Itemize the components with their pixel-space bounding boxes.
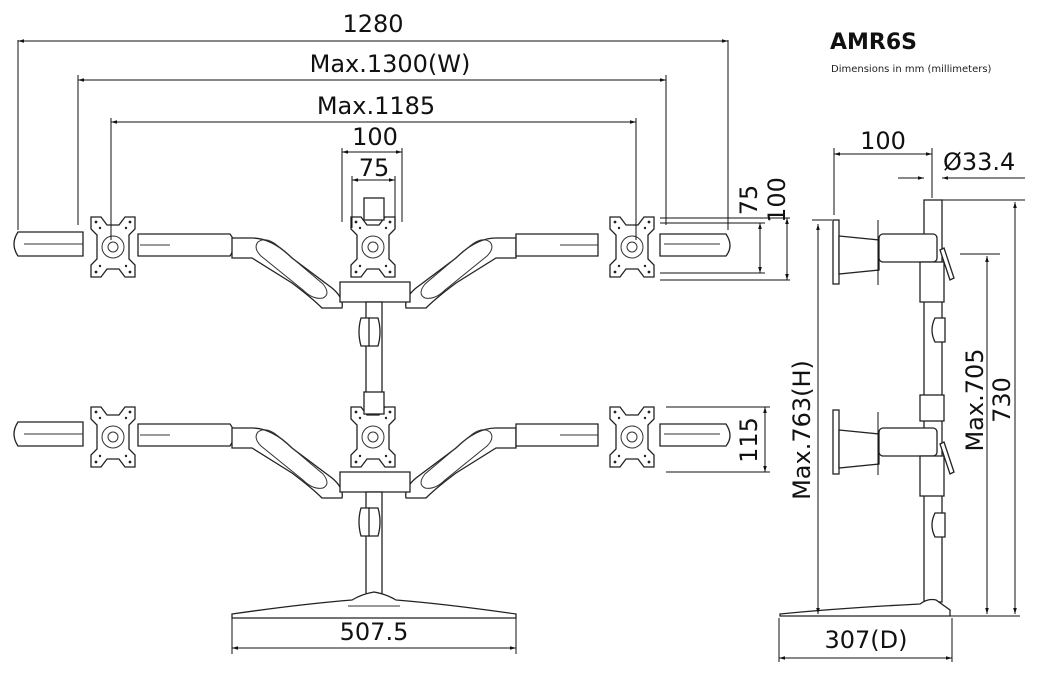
dim-max-vesa-span: Max.1185 [317, 92, 435, 120]
lower-arm-row [14, 407, 730, 498]
dim-pole-height: 730 [988, 377, 1016, 423]
dim-vesa-v-inner: 75 [735, 185, 763, 216]
dim-base-depth: 307(D) [824, 626, 907, 654]
dim-base-width: 507.5 [340, 618, 409, 646]
dim-vesa-inner: 75 [359, 154, 390, 182]
dim-overall-width: 1280 [342, 10, 403, 38]
dim-max-width: Max.1300(W) [310, 50, 471, 78]
upper-arm-row [14, 217, 730, 308]
front-view [14, 197, 730, 619]
dim-vesa-outer: 100 [352, 123, 398, 151]
dim-max-mount-height: Max.705 [961, 348, 989, 451]
dim-max-height: Max.763(H) [788, 360, 816, 500]
front-dimensions: 1280 Max.1300(W) Max.1185 100 75 75 100 [17, 10, 791, 654]
dim-pole-diameter: Ø33.4 [943, 148, 1015, 176]
side-dimensions: 100 Ø33.4 Max.763(H) Max.705 730 307(D) [778, 127, 1025, 662]
model-title: AMR6S [830, 30, 918, 55]
side-view [779, 199, 955, 617]
dim-arm-extension: 100 [860, 127, 906, 155]
dim-vesa-v-outer: 100 [763, 177, 791, 223]
dim-lower-plate-height: 115 [735, 417, 763, 463]
units-note: Dimensions in mm (millimeters) [831, 64, 992, 75]
